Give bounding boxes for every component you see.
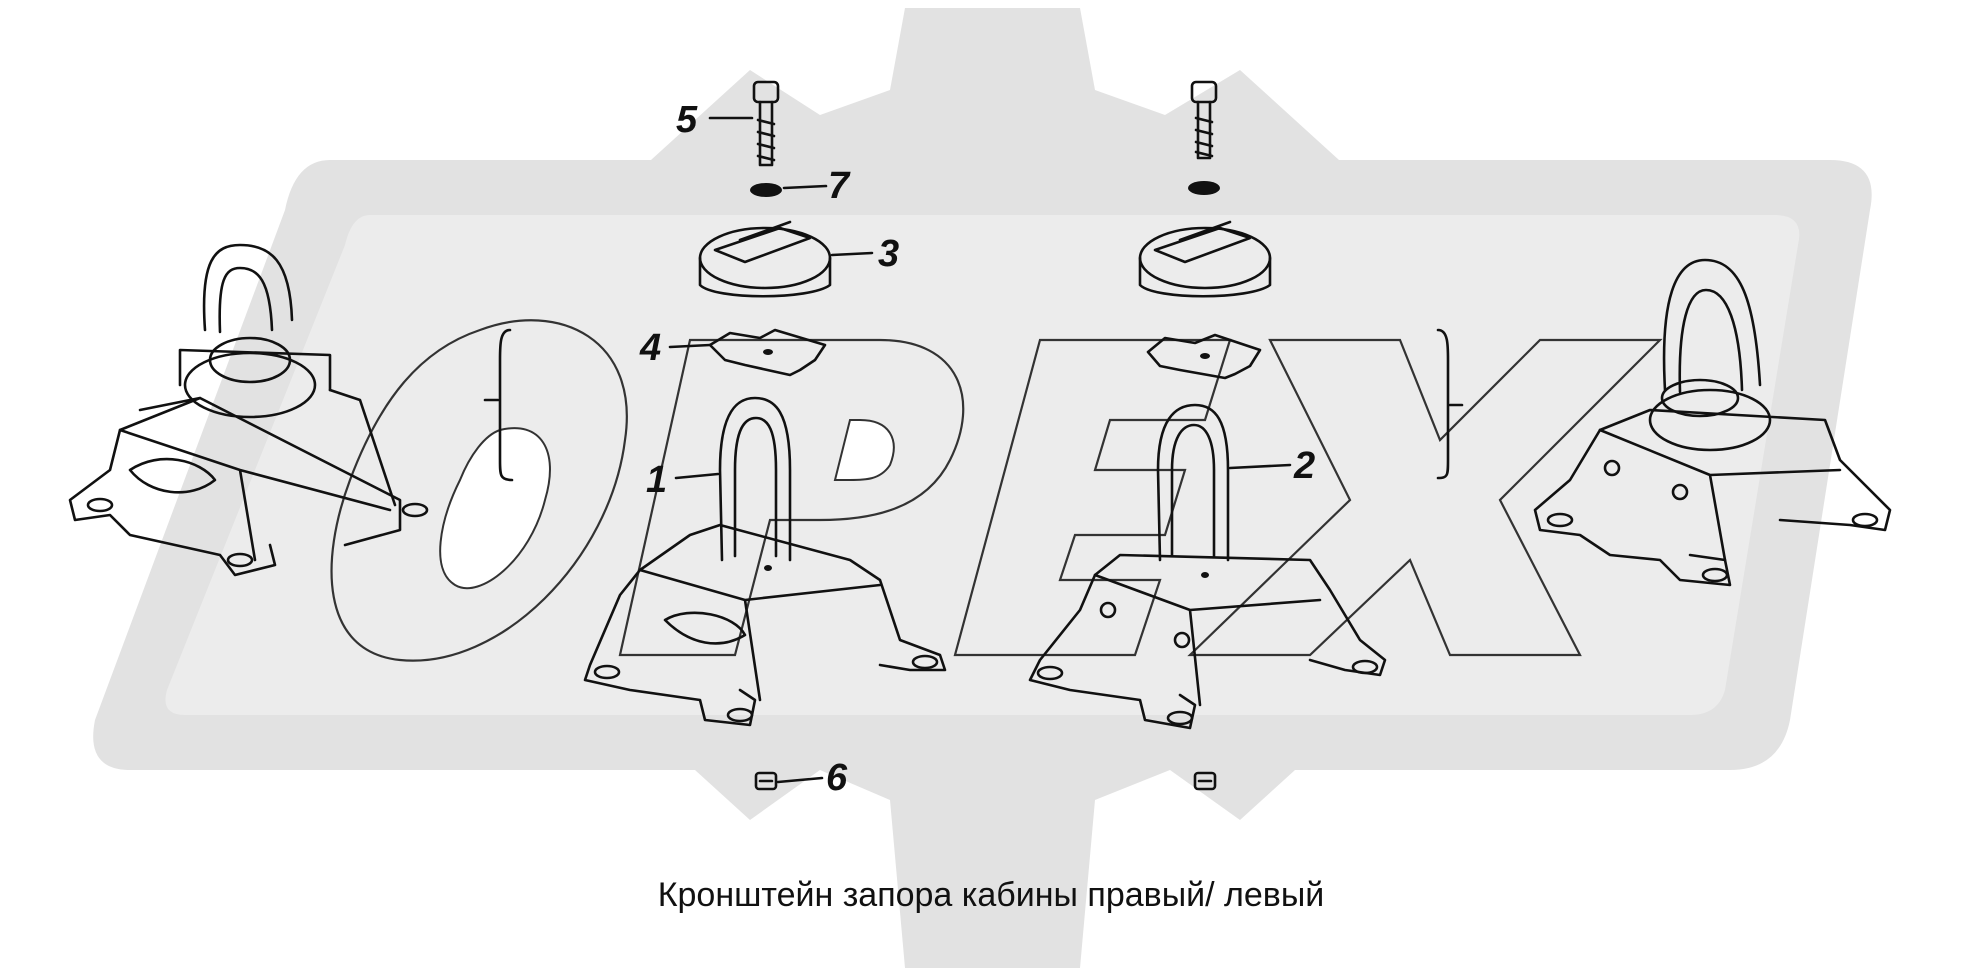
bracket-1 [583,396,947,727]
leader-7 [782,184,828,190]
swivel-ring-right [1662,258,1762,392]
leader-6 [776,776,824,784]
bracket-2 [1028,403,1387,730]
plate-left [708,328,827,377]
assembly-center-right [1028,80,1387,791]
washer-left [750,183,782,197]
callout-7: 7 [828,165,851,207]
bolt-right [1190,80,1218,160]
plate-right [1146,333,1262,380]
bolt-left [752,80,780,167]
washer-right [1188,181,1220,195]
callout-6: 6 [826,757,848,799]
leader-lines [668,116,1292,784]
callout-3: 3 [878,233,899,275]
callout-1: 1 [646,459,667,501]
assembly-left-outer [68,243,429,577]
callout-4: 4 [639,327,661,369]
cushion-right [1138,220,1272,298]
leader-2 [1228,463,1292,470]
callout-2: 2 [1293,445,1315,487]
nut-left [754,771,778,791]
watermark-frame-inner [165,215,1800,715]
watermark-letter-o-hole [439,427,551,590]
leader-1 [674,472,720,480]
watermark-letter-r [618,338,965,657]
assembly-right-outer [1533,258,1892,587]
swivel-ring-left [202,243,294,332]
watermark-letter-r-hole [833,419,895,481]
watermark-logo [93,8,1872,968]
diagram-caption: Кронштейн запора кабины правый/ левый [657,876,1325,914]
callout-numbers: 5 7 3 4 1 2 6 [639,99,1315,799]
watermark-letter-kh [1187,338,1663,657]
watermark-letter-e [953,338,1232,657]
nut-right [1193,771,1217,791]
leader-4 [668,343,712,349]
leader-3 [830,251,874,257]
alignment-brackets [483,328,1464,482]
callout-5: 5 [676,99,698,141]
cushion-left [698,220,832,298]
assembly-center-left [583,80,947,791]
